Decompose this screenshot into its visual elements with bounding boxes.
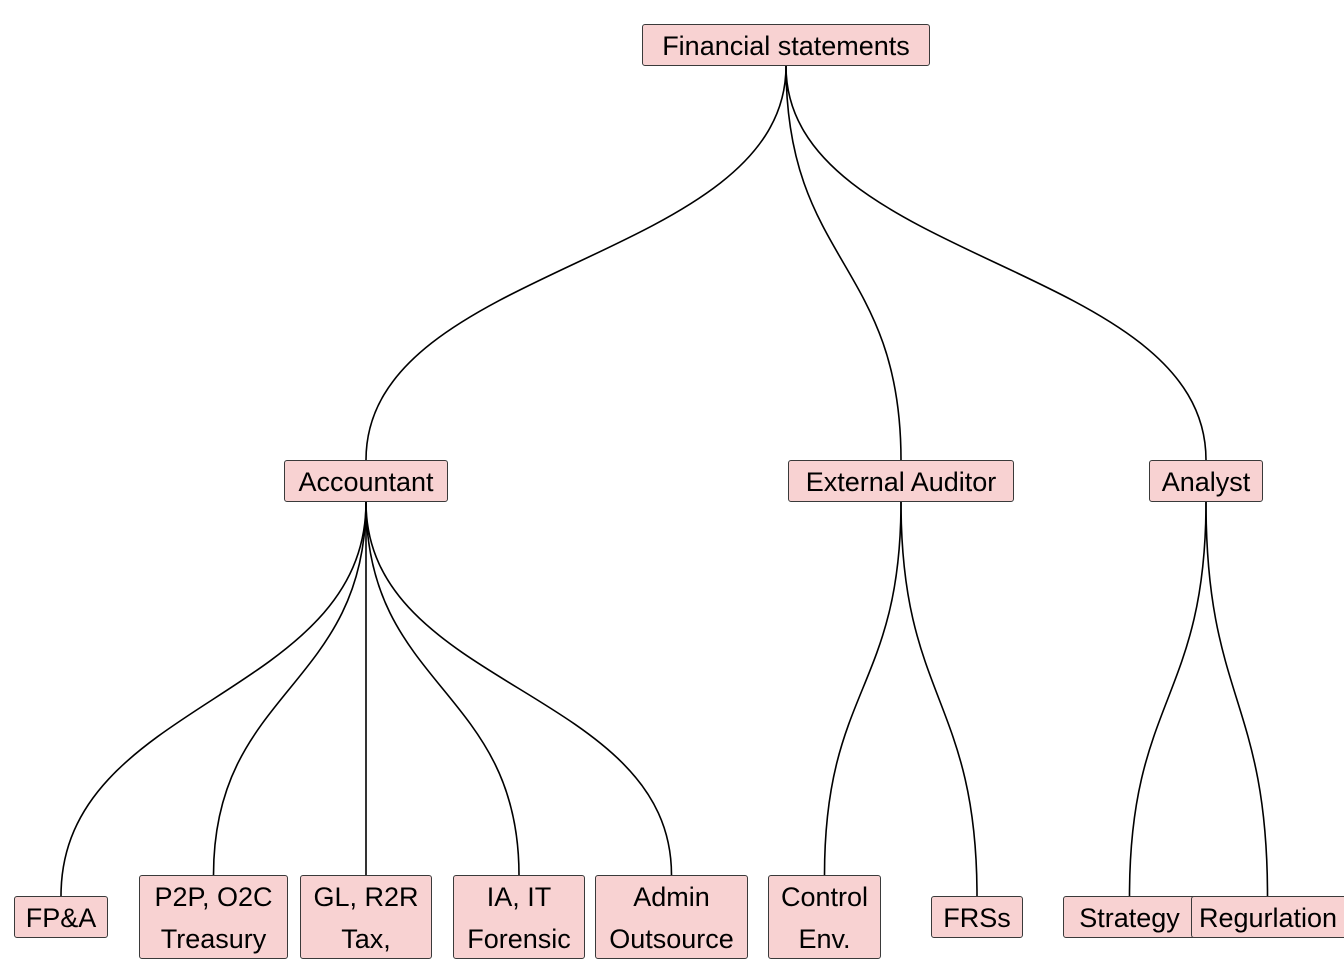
node-label-line-2: Treasury xyxy=(160,924,267,954)
node-accountant: Accountant xyxy=(284,460,448,502)
node-p2p-o2c-treasury: P2P, O2C Treasury xyxy=(139,875,288,959)
node-regulation: Regurlation xyxy=(1191,896,1344,938)
node-label-line-1: IA, IT xyxy=(486,882,552,912)
node-fpa: FP&A xyxy=(14,896,108,938)
node-external-auditor: External Auditor xyxy=(788,460,1014,502)
node-label-line-2: Forensic xyxy=(467,924,571,954)
node-label: Strategy xyxy=(1079,903,1180,933)
node-label: Regurlation xyxy=(1198,903,1338,933)
node-label-line-1: Admin xyxy=(633,882,710,912)
edge-auditor-to-control xyxy=(823,501,902,876)
edge-root-to-auditor xyxy=(785,65,902,461)
node-label-line-1: Control xyxy=(780,882,869,912)
node-label-line-2: Tax, xyxy=(341,924,391,954)
edge-accountant-to-fpa xyxy=(60,501,367,897)
node-label-line-1: GL, R2R xyxy=(313,882,419,912)
edge-analyst-to-regulation xyxy=(1205,501,1269,897)
node-label-line-2: Outsource xyxy=(609,924,734,954)
node-control-env: Control Env. xyxy=(768,875,881,959)
edge-accountant-to-ia xyxy=(365,501,520,876)
node-gl-r2r-tax: GL, R2R Tax, xyxy=(300,875,432,959)
edge-analyst-to-strategy xyxy=(1128,501,1207,897)
node-label: FRSs xyxy=(943,903,1011,933)
edge-root-to-analyst xyxy=(785,65,1207,461)
edge-accountant-to-admin xyxy=(365,501,673,876)
node-label-line-2: Env. xyxy=(798,924,851,954)
node-frss: FRSs xyxy=(931,896,1023,938)
node-strategy: Strategy xyxy=(1063,896,1196,938)
node-financial-statements: Financial statements xyxy=(642,24,930,66)
node-label: Financial statements xyxy=(662,31,910,61)
node-label: Accountant xyxy=(298,467,434,497)
edge-accountant-to-p2p xyxy=(212,501,367,876)
node-admin-outsource: Admin Outsource xyxy=(595,875,748,959)
edge-root-to-accountant xyxy=(365,65,787,461)
node-label: FP&A xyxy=(25,903,97,933)
edge-auditor-to-frss xyxy=(900,501,978,897)
node-ia-it-forensic: IA, IT Forensic xyxy=(453,875,585,959)
node-analyst: Analyst xyxy=(1149,460,1263,502)
node-label: External Auditor xyxy=(805,467,997,497)
node-label: Analyst xyxy=(1161,467,1251,497)
node-label-line-1: P2P, O2C xyxy=(154,882,273,912)
